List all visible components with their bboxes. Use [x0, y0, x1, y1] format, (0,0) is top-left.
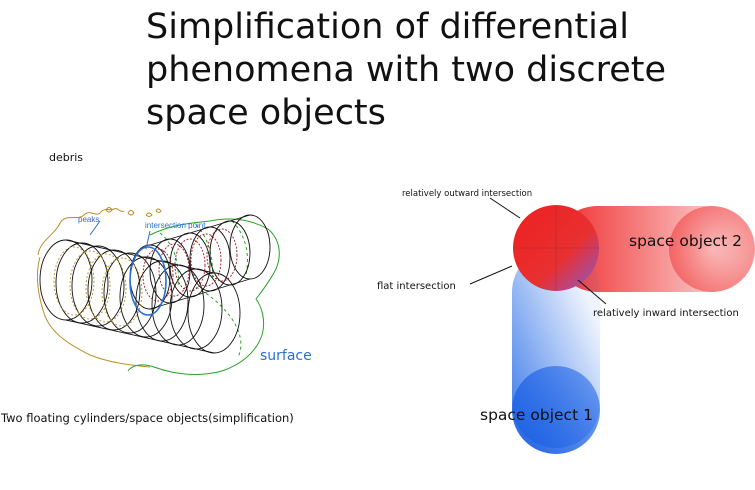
space-object-1-label: space object 1	[480, 406, 593, 424]
cylinder-sketch: peaks intersection point surface	[0, 195, 330, 405]
caption: Two floating cylinders/space objects(sim…	[1, 411, 294, 425]
intersection-point-label: intersection point	[145, 221, 206, 230]
debris-label: debris	[49, 151, 83, 164]
relatively-outward-label: relatively outward intersection	[402, 189, 532, 199]
surface-label: surface	[260, 348, 312, 364]
flat-pointer	[470, 266, 512, 284]
title-line-1: Simplification of differential	[146, 6, 706, 49]
space-objects-diagram: relatively outward intersection flat int…	[360, 180, 755, 490]
page-title: Simplification of differential phenomena…	[146, 6, 706, 135]
title-line-2: phenomena with two discrete	[146, 49, 706, 92]
title-line-3: space objects	[146, 92, 706, 135]
flat-intersection-label: flat intersection	[377, 281, 456, 292]
peaks-label: peaks	[78, 215, 99, 224]
outward-pointer	[490, 198, 520, 218]
space-object-2-label: space object 2	[629, 232, 742, 250]
relatively-inward-label: relatively inward intersection	[593, 308, 739, 319]
